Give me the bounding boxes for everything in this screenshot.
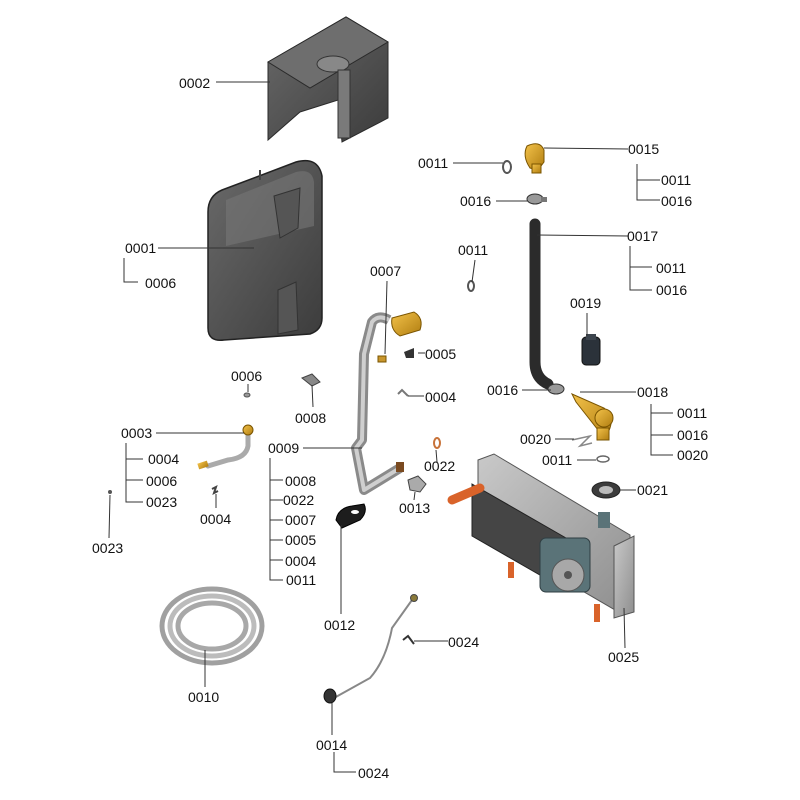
part-0023-pin: [108, 490, 112, 494]
part-0008-connector: [301, 373, 321, 387]
part-0011-oring-c: [596, 455, 610, 463]
callout-0003-sub-0004: 0004: [148, 451, 180, 467]
part-0016-clamp-b: [547, 383, 565, 395]
callout-0016: 0016: [460, 193, 492, 209]
leader-lines: [108, 81, 673, 773]
callout-0009-sub-0004: 0004: [285, 553, 317, 569]
part-0003-flexible-hose: [197, 424, 254, 470]
part-0006-washer: [243, 392, 251, 398]
callout-0008: 0008: [295, 410, 327, 426]
callout-0017-sub-0016: 0016: [656, 282, 688, 298]
callout-0018-sub-0020: 0020: [677, 447, 709, 463]
callout-0011: 0011: [418, 155, 449, 171]
part-0018-brass-fitting: [570, 392, 614, 441]
callout-0014: 0014: [316, 737, 348, 753]
part-0019-air-vent: [581, 334, 601, 366]
callout-0015: 0015: [628, 141, 660, 157]
callout-0016: 0016: [487, 382, 519, 398]
part-0011-oring-b: [467, 280, 475, 292]
callout-0015-sub-0011: 0011: [661, 172, 692, 188]
part-0001-expansion-vessel: [207, 159, 323, 341]
callout-0018-sub-0016: 0016: [677, 427, 709, 443]
callout-0015-sub-0016: 0016: [661, 193, 693, 209]
callout-0018-sub-0011: 0011: [677, 405, 708, 421]
callout-0009-sub-0008: 0008: [285, 473, 317, 489]
callout-0018: 0018: [637, 384, 669, 400]
part-0002-bracket: [267, 16, 389, 143]
callout-0003-sub-0023: 0023: [146, 494, 178, 510]
callout-0003-sub-0006: 0006: [146, 473, 178, 489]
part-0015-elbow: [524, 143, 545, 174]
part-0025-pump-assembly: [447, 453, 635, 622]
callout-0009-sub-0007: 0007: [285, 512, 317, 528]
callout-0010: 0010: [188, 689, 220, 705]
callout-0002: 0002: [179, 75, 211, 91]
callout-0006: 0006: [231, 368, 263, 384]
callout-0009: 0009: [268, 440, 300, 456]
callout-0001-sub-0006: 0006: [145, 275, 177, 291]
callout-0014-sub-0024: 0024: [358, 765, 390, 781]
part-0021-seal-ring: [591, 481, 621, 499]
callout-0003: 0003: [121, 425, 153, 441]
part-0013-clamp: [407, 475, 427, 493]
callout-0011: 0011: [542, 452, 573, 468]
callout-0013: 0013: [399, 500, 431, 516]
callout-0017: 0017: [627, 228, 659, 244]
callout-0005: 0005: [425, 346, 457, 362]
callout-0024: 0024: [448, 634, 480, 650]
callout-0011: 0011: [458, 242, 489, 258]
callout-0019: 0019: [570, 295, 602, 311]
part-0009-pipe: [351, 312, 404, 495]
part-0020-clip: [571, 434, 593, 448]
callout-0021: 0021: [637, 482, 669, 498]
part-0017-pipe: [529, 218, 554, 390]
callout-0012: 0012: [324, 617, 356, 633]
part-0012-gasket: [335, 503, 366, 529]
part-0004-clip-a: [397, 388, 409, 397]
callout-0020: 0020: [520, 431, 552, 447]
part-0010-coiled-hose: [159, 586, 265, 666]
callout-0009-sub-0005: 0005: [285, 532, 317, 548]
callout-0009-sub-0011: 0011: [286, 572, 317, 588]
part-0011-oring-a: [502, 160, 512, 174]
callout-0017-sub-0011: 0011: [656, 260, 687, 276]
callout-0007: 0007: [370, 263, 402, 279]
callout-0001: 0001: [125, 240, 157, 256]
callout-0025: 0025: [608, 649, 640, 665]
part-0005-clip: [404, 348, 414, 358]
part-0014-sensor: [323, 594, 418, 704]
callout-0009-sub-0022: 0022: [283, 492, 315, 508]
callout-0022: 0022: [424, 458, 456, 474]
callout-0004: 0004: [200, 511, 232, 527]
part-0022-oring: [433, 437, 441, 449]
callout-0023: 0023: [92, 540, 124, 556]
part-0024-clip: [402, 634, 415, 645]
part-0007-valve: [377, 311, 422, 363]
part-0016-clamp-a: [526, 193, 547, 205]
callout-0004: 0004: [425, 389, 457, 405]
part-0004-clip-b: [211, 485, 219, 495]
